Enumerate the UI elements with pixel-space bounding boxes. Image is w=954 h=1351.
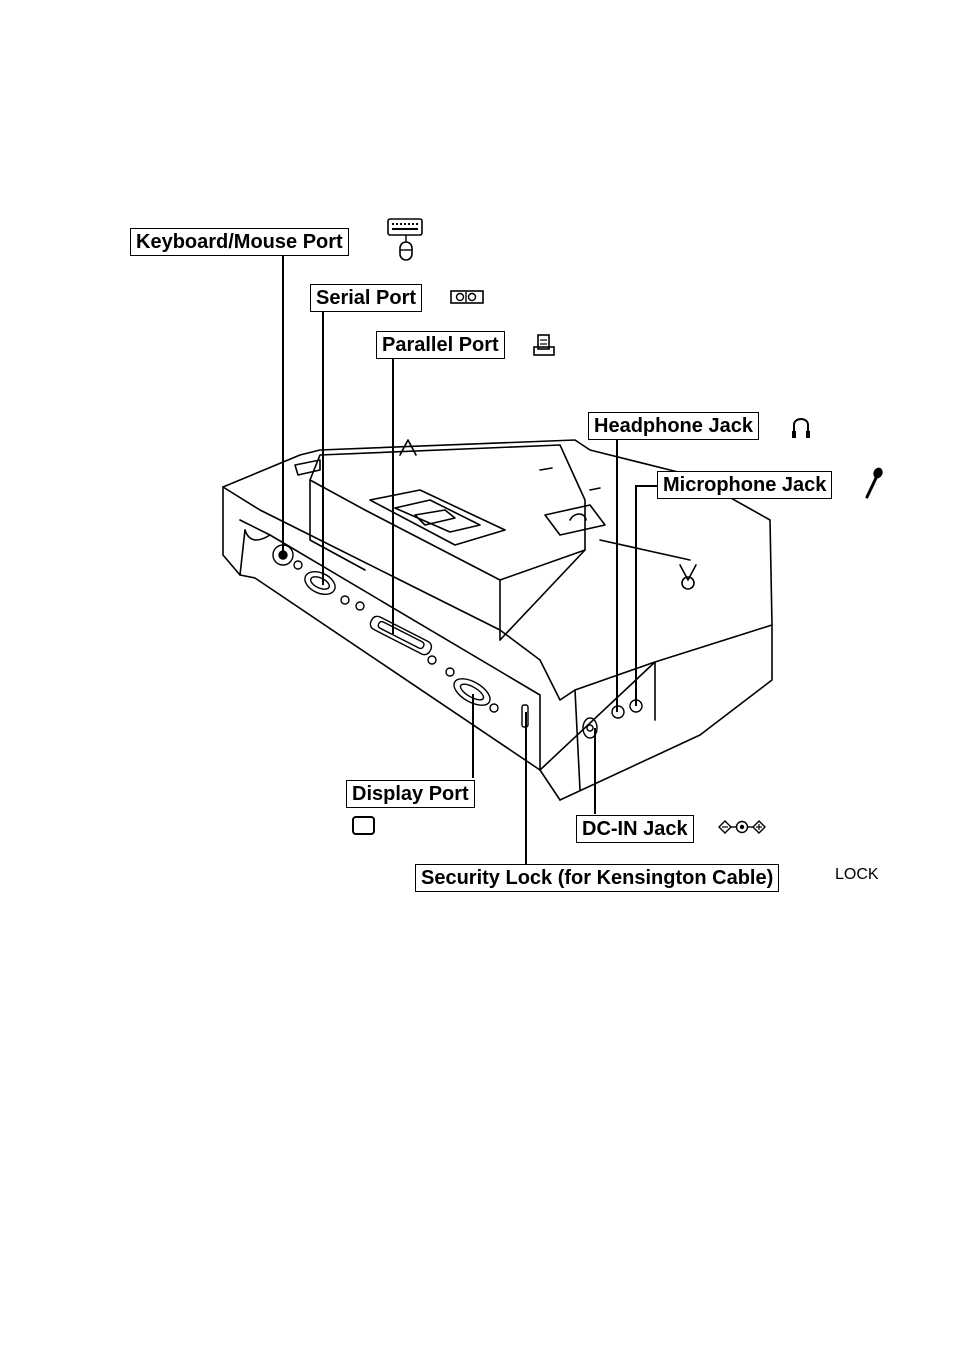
microphone-icon: [862, 466, 886, 500]
security-lock-label: Security Lock (for Kensington Cable): [415, 864, 779, 892]
parallel-port-label: Parallel Port: [376, 331, 505, 359]
serial-port-label: Serial Port: [310, 284, 422, 312]
dc-in-polarity-icon: [716, 818, 772, 836]
port-openings: [273, 545, 642, 738]
serial-port-icon: [450, 289, 484, 305]
keyboard-mouse-icon: [386, 216, 426, 264]
parallel-port-shape: [368, 614, 433, 656]
keyboard-mouse-port-label: Keyboard/Mouse Port: [130, 228, 349, 256]
dc-in-jack-label: DC-IN Jack: [576, 815, 694, 843]
headphone-jack-label: Headphone Jack: [588, 412, 759, 440]
printer-icon: [532, 333, 556, 359]
headphone-icon: [789, 413, 813, 441]
monitor-icon: [350, 814, 378, 838]
lock-text: LOCK: [835, 866, 879, 884]
display-port-label: Display Port: [346, 780, 475, 808]
microphone-jack-label: Microphone Jack: [657, 471, 832, 499]
